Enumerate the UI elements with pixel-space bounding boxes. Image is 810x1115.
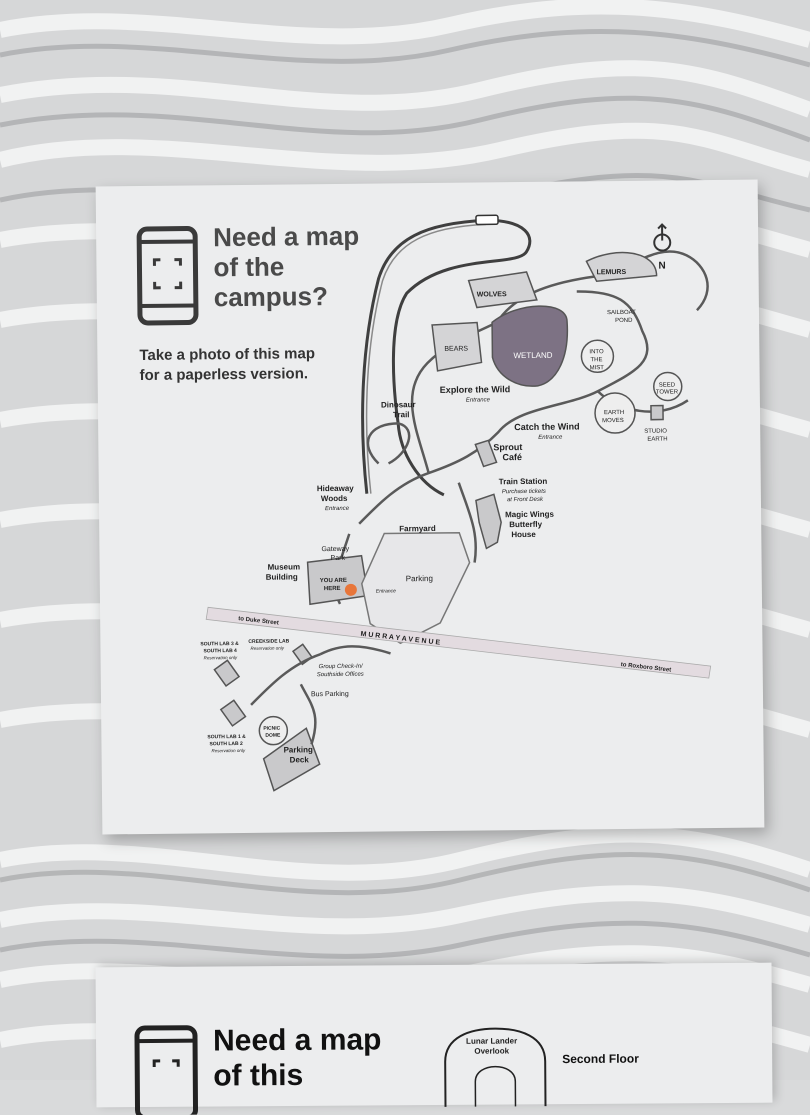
north-arrow-icon [654,224,670,250]
phone-camera-icon-lower [134,1025,199,1115]
label-magic-wings-2: Butterfly [509,520,543,529]
label-group-checkin-1: Group Check-In/ [319,664,364,670]
second-floor-label: Second Floor [562,1052,639,1067]
label-you-are-here-1: YOU ARE [320,578,347,584]
campus-map-sign: Need a map of the campus? Take a photo o… [96,180,765,835]
label-bus-parking: Bus Parking [311,691,349,698]
label-seed-tower-2: TOWER [656,389,679,395]
studio-earth-building [651,406,663,420]
label-hideaway-woods-1: Hideaway [317,484,355,493]
label-train-station: Train Station [499,477,548,487]
label-south-lab-34-note: Reservation only [204,655,238,660]
label-bears: BEARS [444,346,468,353]
label-hideaway-entrance: Entrance [325,506,350,512]
label-sprout-cafe-1: Sprout [493,442,522,452]
label-parking: Parking [406,574,433,583]
label-south-lab-12-2: SOUTH LAB 2 [209,741,243,747]
label-picnic-dome-1: PICNIC [263,726,280,732]
label-sailboat-pond-2: POND [615,318,633,324]
label-south-lab-34-1: SOUTH LAB 3 & [200,641,239,647]
label-museum-building-1: Museum [268,562,301,571]
label-into-the-mist-3: MIST [590,365,605,371]
label-lemurs: LEMURS [597,269,627,276]
label-wetland: WETLAND [513,351,552,360]
label-wolves: WOLVES [477,291,507,298]
butterfly-house-building [476,494,502,548]
label-studio-earth-1: STUDIO [644,429,667,435]
north-label: N [658,261,665,272]
label-sprout-cafe-2: Café [502,452,522,462]
label-south-lab-12-note: Reservation only [212,748,246,753]
label-dinosaur-trail-1: Dinosaur [381,400,416,409]
label-parking-deck-2: Deck [290,755,310,764]
label-group-checkin-2: Southside Offices [317,672,364,678]
lunar-lander-overlook-label: Lunar Lander Overlook [466,1036,517,1057]
label-explore-entrance: Entrance [466,397,491,403]
label-explore-the-wild: Explore the Wild [440,384,511,395]
label-sailboat-pond-1: SAILBOAT [607,310,636,316]
label-magic-wings-3: House [511,530,536,539]
label-gateway-park-1: Gateway [321,546,349,553]
label-studio-earth-2: EARTH [647,437,667,443]
lower-map-sign: Need a map of this Lunar Lander Overlook… [96,963,773,1108]
lower-sign-heading: Need a map of this [213,1023,382,1093]
label-dinosaur-trail-2: Trail [393,410,410,419]
label-you-are-here-2: HERE [324,586,341,592]
label-train-note-2: at Front Desk [507,497,544,503]
label-magic-wings-1: Magic Wings [505,510,554,520]
label-gateway-park-2: Park [330,555,345,562]
label-earth-moves-1: EARTH [604,410,624,416]
label-south-lab-34-2: SOUTH LAB 4 [203,648,237,654]
label-earth-moves-2: MOVES [602,418,624,424]
label-museum-building-2: Building [266,572,298,581]
label-picnic-dome-2: DOME [265,733,281,739]
label-catch-the-wind: Catch the Wind [514,421,580,432]
label-museum-entrance: Entrance [376,588,396,594]
enclosure-wetland [492,306,568,387]
label-farmyard: Farmyard [399,524,436,533]
label-train-note-1: Purchase tickets [502,489,546,495]
label-south-lab-12-1: SOUTH LAB 1 & [207,734,246,740]
label-hideaway-woods-2: Woods [321,494,348,503]
label-catch-entrance: Entrance [538,435,563,441]
campus-map: N WOLVES LEMURS SAILBOAT POND BEARS WETL… [96,180,765,835]
label-into-the-mist-2: THE [590,357,602,363]
label-creekside-note: Reservation only [250,646,284,651]
label-creekside-lab: CREEKSIDE LAB [248,638,289,644]
label-parking-deck-1: Parking [283,745,313,754]
label-into-the-mist-1: INTO [589,349,604,355]
enclosure-wolves [469,272,537,308]
label-seed-tower-1: SEED [659,382,676,388]
